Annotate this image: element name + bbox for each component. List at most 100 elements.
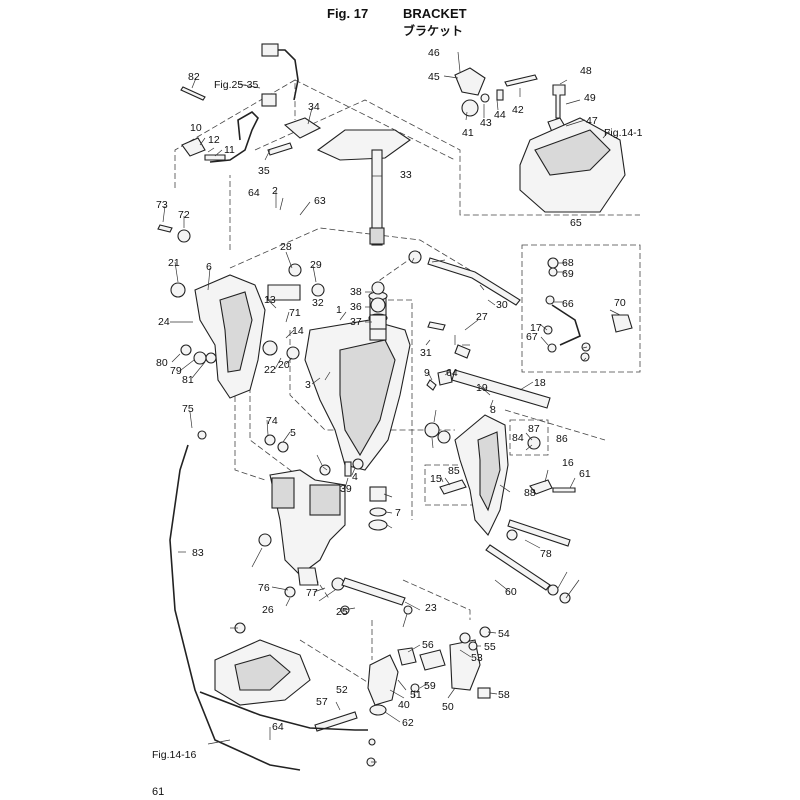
- callout: 51: [410, 689, 422, 701]
- callout: 46: [428, 47, 440, 59]
- callout: 30: [496, 299, 508, 311]
- callout: 25: [336, 606, 348, 618]
- callout: 34: [308, 101, 320, 113]
- callout: 38: [350, 286, 362, 298]
- callout: 1: [336, 304, 342, 316]
- callout: 63: [314, 195, 326, 207]
- callout: 12: [208, 134, 220, 146]
- callout: 29: [310, 259, 322, 271]
- callout: 87: [528, 423, 540, 435]
- callout: 37: [350, 316, 362, 328]
- figure-subtitle: ブラケット: [403, 24, 464, 38]
- callout: 39: [340, 483, 352, 495]
- ref-fig-14-16-label: Fig.14-16: [152, 749, 197, 761]
- callout: 86: [556, 433, 568, 445]
- callout: 6: [206, 261, 212, 273]
- callout: 50: [442, 701, 454, 713]
- lower-mount-cables: [169, 430, 376, 771]
- tilt-lock-links: [408, 250, 521, 391]
- leader-lines: [162, 51, 621, 763]
- wiring-harness-upper: [180, 43, 299, 163]
- callout: 83: [192, 547, 204, 559]
- callout: 11: [224, 144, 235, 156]
- callout: 45: [428, 71, 440, 83]
- ref-fig-14-1-label: Fig.14-1: [604, 127, 643, 139]
- steering-shaft: [283, 117, 411, 246]
- lower-bracket-parts: [314, 577, 491, 732]
- callout: 22: [264, 364, 276, 376]
- callout: 72: [178, 209, 190, 221]
- callout: 10: [190, 122, 202, 134]
- callout: 66: [562, 298, 574, 310]
- callout: 69: [562, 268, 574, 280]
- callout: 85: [448, 465, 460, 477]
- upper-right-components: [454, 67, 626, 213]
- callout: 58: [498, 689, 510, 701]
- callout: 35: [258, 165, 270, 177]
- callout: 62: [402, 717, 414, 729]
- callout: 9: [424, 367, 430, 379]
- callout: 65: [570, 217, 582, 229]
- hose-fittings-group: [543, 257, 633, 362]
- tilt-rods: [451, 369, 571, 604]
- callout: 19: [476, 382, 488, 394]
- callout: 53: [471, 652, 483, 664]
- page-number: 61: [152, 786, 165, 798]
- callout: 84: [512, 432, 524, 444]
- callout: 36: [350, 301, 362, 313]
- callout: 8: [490, 404, 496, 416]
- callout: 59: [424, 680, 436, 692]
- callout: 5: [290, 427, 296, 439]
- callout: 15: [430, 473, 442, 485]
- callout: 57: [316, 696, 328, 708]
- callout: 13: [264, 294, 276, 306]
- callout: 33: [400, 169, 412, 181]
- callout: 26: [262, 604, 274, 616]
- callout: 17: [530, 322, 542, 334]
- callout: 41: [462, 127, 474, 139]
- callout: 54: [498, 628, 510, 640]
- callout: 2: [272, 185, 278, 197]
- callout: 28: [280, 241, 292, 253]
- callout: 7: [395, 507, 401, 519]
- callout: 52: [336, 684, 348, 696]
- callout: 64: [446, 367, 458, 379]
- callout: 70: [614, 297, 626, 309]
- callout: 4: [352, 471, 358, 483]
- callout: 88: [524, 487, 536, 499]
- callout: 79: [170, 365, 182, 377]
- callout: 82: [188, 71, 200, 83]
- callout: 81: [182, 374, 194, 386]
- callout: 56: [422, 639, 434, 651]
- power-trim-tilt-unit: [258, 434, 346, 598]
- callout: 31: [420, 347, 432, 359]
- callout: 47: [586, 115, 598, 127]
- callout: 16: [562, 457, 574, 469]
- callout: 20: [278, 359, 290, 371]
- callout: 76: [258, 582, 270, 594]
- callout: 75: [182, 403, 194, 415]
- callout: 27: [476, 311, 488, 323]
- bushings-center: [344, 281, 388, 531]
- callout: 55: [484, 641, 496, 653]
- callout: 32: [312, 297, 324, 309]
- callout: 64: [248, 187, 260, 199]
- callout: 74: [266, 415, 278, 427]
- clamp-bracket-right: [424, 414, 576, 536]
- figure-title: BRACKET: [403, 6, 467, 21]
- callout-numbers: 82 10 12 11 34 35 33 46 45 41 43 44 42 4…: [156, 47, 626, 733]
- callout: 40: [398, 699, 410, 711]
- callout: 23: [425, 602, 437, 614]
- callout: 80: [156, 357, 168, 369]
- callout: 14: [292, 325, 304, 337]
- callout: 21: [168, 257, 180, 269]
- callout: 78: [540, 548, 552, 560]
- callout: 49: [584, 92, 596, 104]
- callout: 18: [534, 377, 546, 389]
- callout: 60: [505, 586, 517, 598]
- callout: 73: [156, 199, 168, 211]
- callout: 64: [272, 721, 284, 733]
- figure-number: Fig. 17: [327, 6, 369, 21]
